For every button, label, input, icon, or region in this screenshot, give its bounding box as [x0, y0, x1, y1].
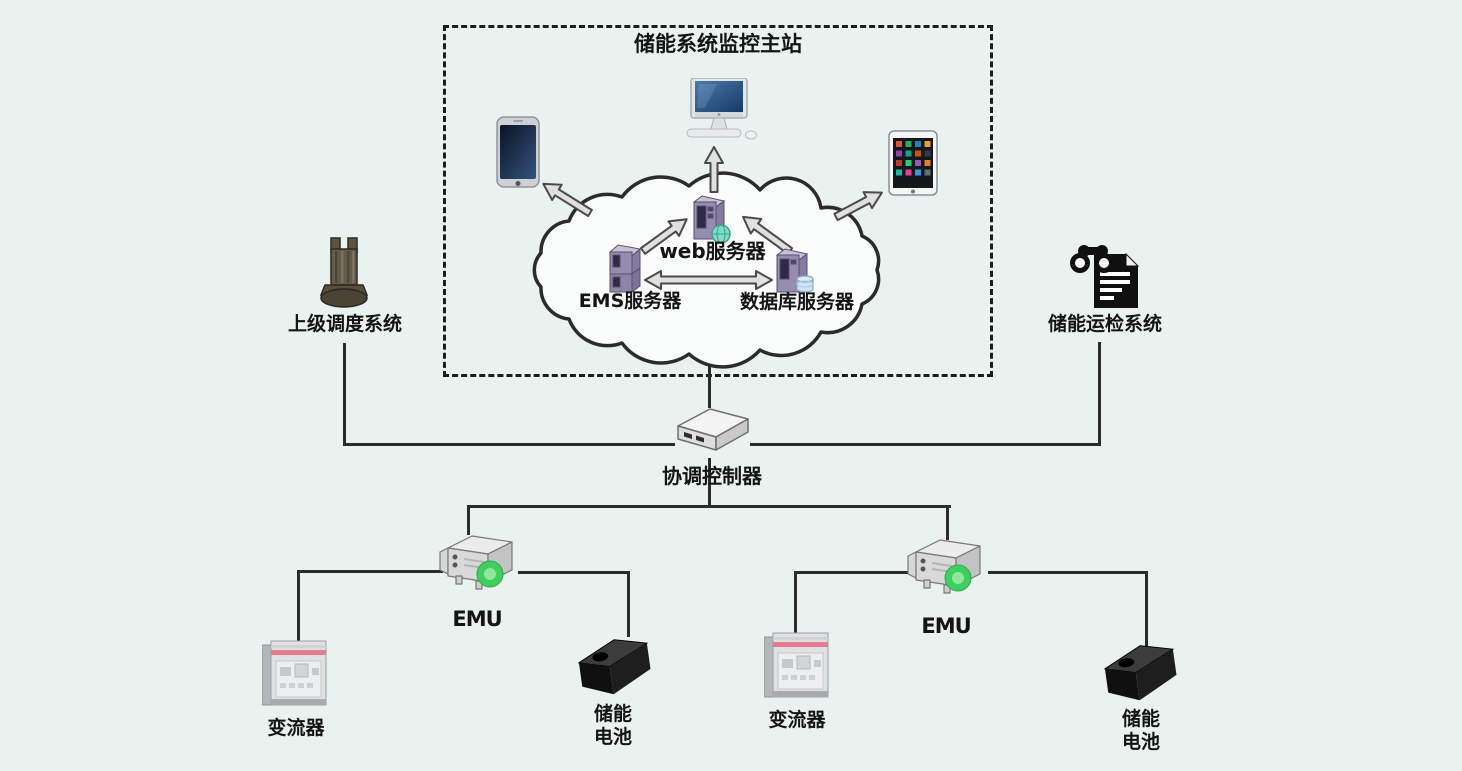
converter-left-icon — [262, 640, 327, 706]
wire-emu2-converter-vertical — [794, 571, 797, 633]
emu-left-icon — [439, 535, 513, 590]
wire-emu-left-drop — [467, 505, 470, 535]
web-server-label: web服务器 — [659, 239, 766, 263]
battery-right-label-line2: 电池 — [1121, 731, 1160, 753]
battery-right-label-line1: 储能 — [1121, 708, 1160, 730]
wire-inspection-horizontal — [750, 443, 1101, 446]
dispatch-tower-icon — [319, 237, 369, 308]
converter-right-label: 变流器 — [768, 709, 826, 731]
coordinator-label: 协调控制器 — [662, 464, 762, 488]
converter-left-label: 变流器 — [267, 717, 325, 739]
ems-server-icon — [608, 244, 642, 293]
monitoring-station-boundary — [443, 25, 993, 377]
wire-emu2-battery-horizontal — [988, 571, 1148, 574]
dispatch-system-label: 上级调度系统 — [287, 313, 402, 335]
battery-right-label: 储能 电池 — [1100, 708, 1182, 754]
arrow-cloud-to-tablet-icon — [833, 191, 883, 222]
wire-emu1-battery-vertical — [627, 571, 630, 637]
inspection-system-label: 储能运检系统 — [1047, 313, 1162, 335]
wire-dispatch-horizontal — [343, 443, 675, 446]
wire-cloud-to-coordinator — [708, 362, 711, 408]
wire-dispatch-vertical — [343, 343, 346, 446]
battery-left-label-line2: 电池 — [593, 726, 632, 748]
battery-left-icon — [577, 639, 651, 695]
wire-inspection-vertical — [1098, 342, 1101, 446]
wire-emu1-converter-vertical — [297, 570, 300, 642]
converter-right-icon — [764, 632, 829, 698]
wire-emu2-battery-vertical — [1145, 571, 1148, 647]
desktop-monitor-icon — [686, 78, 757, 140]
db-server-label: 数据库服务器 — [739, 291, 854, 313]
arrow-ems-db-double-icon — [644, 270, 773, 290]
wire-emu1-battery-horizontal — [518, 571, 630, 574]
arrow-ems-to-web-icon — [639, 218, 688, 255]
emu-right-icon — [907, 539, 981, 594]
wire-bus-horizontal — [467, 505, 951, 508]
network-cloud-shape — [532, 171, 881, 369]
arrow-cloud-to-monitor-icon — [704, 146, 724, 193]
coordinator-controller-icon — [677, 408, 749, 451]
db-server-icon — [775, 248, 814, 293]
arrow-db-to-web-icon — [742, 215, 794, 255]
wire-emu2-converter-horizontal — [794, 571, 908, 574]
battery-left-label: 储能 电池 — [572, 703, 654, 749]
emu-right-label: EMU — [921, 614, 971, 638]
binoculars-document-icon — [1070, 245, 1140, 308]
wire-emu-right-drop — [946, 505, 949, 540]
wire-coordinator-to-bus — [708, 458, 711, 508]
emu-left-label: EMU — [452, 607, 502, 631]
arrow-cloud-to-phone-icon — [542, 182, 593, 217]
battery-left-label-line1: 储能 — [593, 703, 632, 725]
wire-emu1-converter-horizontal — [297, 570, 443, 573]
web-server-icon — [692, 195, 731, 244]
tablet-icon — [888, 130, 938, 196]
station-title: 储能系统监控主站 — [634, 32, 802, 56]
ems-server-label: EMS服务器 — [578, 290, 682, 312]
battery-right-icon — [1103, 645, 1177, 701]
smartphone-icon — [496, 116, 540, 188]
